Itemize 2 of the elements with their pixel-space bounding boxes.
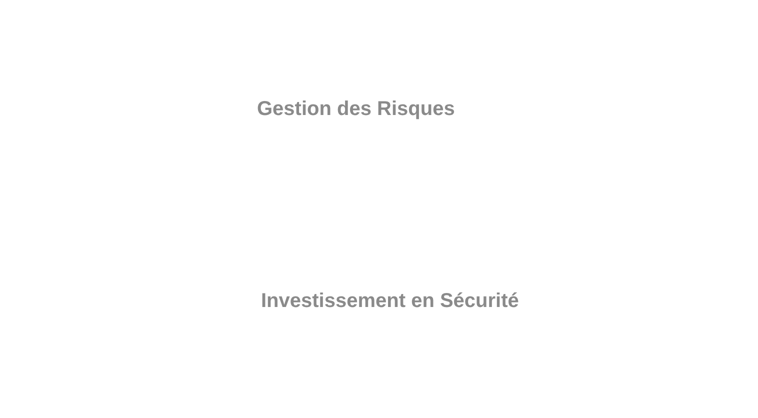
heading-text: Investissement en Sécurité	[261, 290, 519, 313]
heading-text: Gestion des Risques	[257, 98, 455, 121]
